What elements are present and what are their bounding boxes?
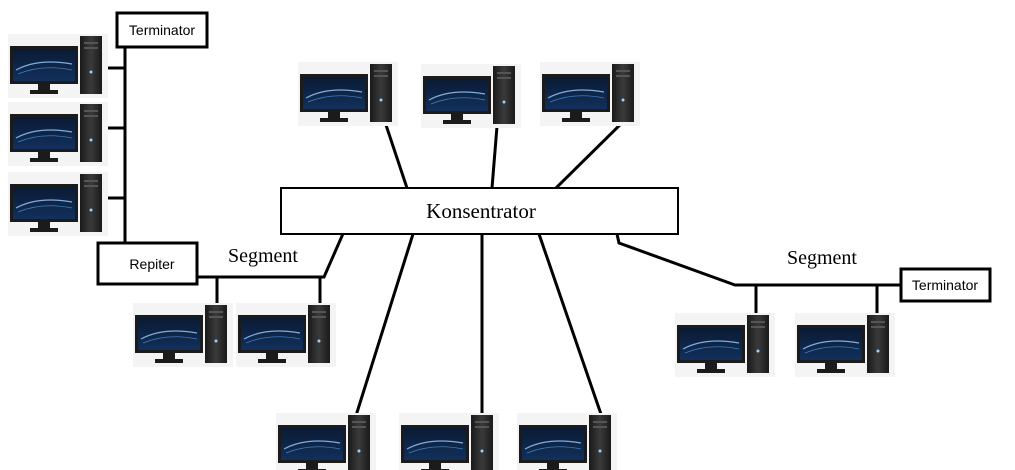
desktop-computer-icon <box>398 412 500 470</box>
desktop-computer-icon <box>7 101 109 167</box>
segment-right-line <box>615 232 903 287</box>
desktop-computer-icon <box>7 171 109 237</box>
segment-right-label: Segment <box>787 247 857 269</box>
connection-lines <box>101 44 903 424</box>
desktop-computer-icon <box>297 61 399 127</box>
terminator-right-box: Terminator <box>899 267 992 303</box>
terminator-left-box: Terminator <box>115 11 209 49</box>
desktop-computer-icon <box>275 412 377 470</box>
desktop-computer-icon <box>132 302 234 368</box>
desktop-computer-icon <box>420 63 522 129</box>
bottom-pc1-link <box>352 232 415 424</box>
desktop-computer-icon <box>674 312 776 378</box>
desktop-computer-icon <box>794 312 896 378</box>
segment-left-label: Segment <box>228 245 298 267</box>
desktop-computer-icon <box>539 61 641 127</box>
hub-box: Konsentrator <box>280 187 679 235</box>
repeater-box: Repiter <box>96 241 199 286</box>
desktop-computer-icon <box>7 33 109 99</box>
desktop-computer-icon <box>516 412 618 470</box>
terminator-left-label: Terminator <box>129 22 195 38</box>
terminator-right-label: Terminator <box>912 277 978 293</box>
segment-left-line <box>195 234 344 279</box>
hub-label: Konsentrator <box>426 199 536 223</box>
bottom-pc3-link <box>537 232 605 422</box>
desktop-computer-icon <box>235 302 337 368</box>
repeater-label: Repiter <box>129 256 174 272</box>
